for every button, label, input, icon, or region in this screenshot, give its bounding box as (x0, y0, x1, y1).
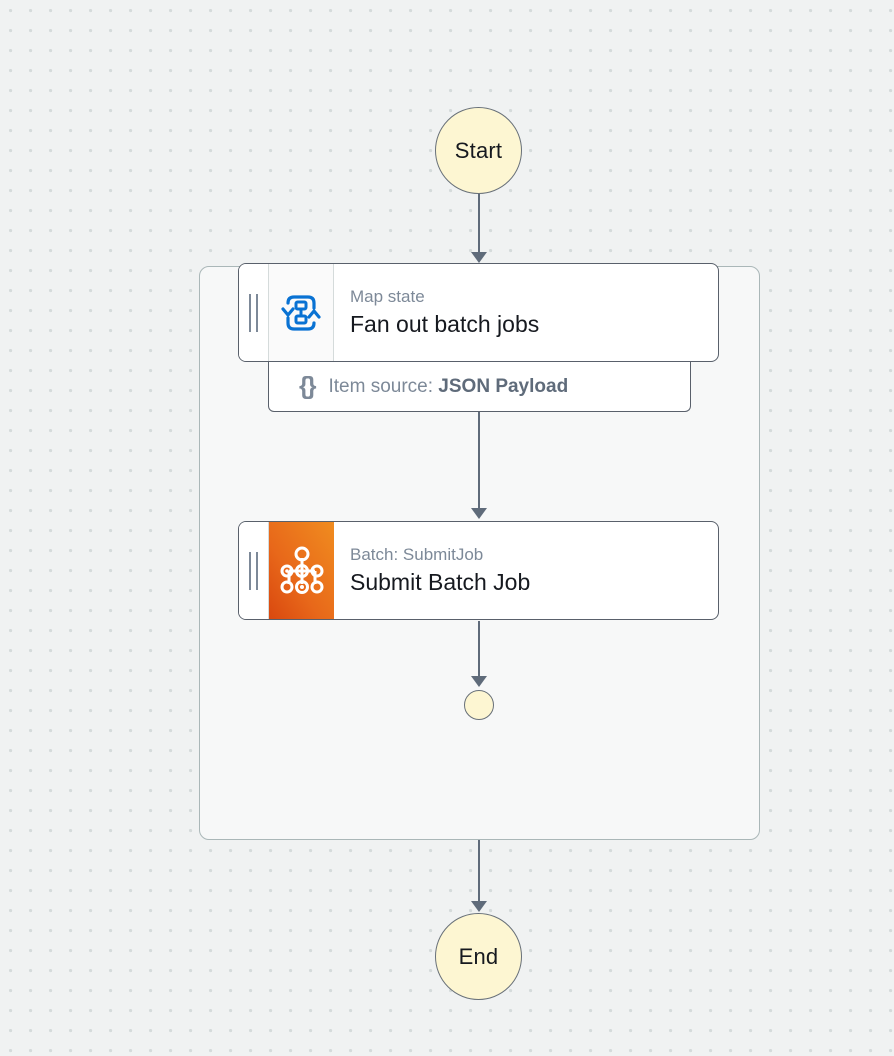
drag-handle-bar (256, 551, 258, 590)
aws-batch-icon (269, 522, 334, 619)
drag-handle-bar (249, 293, 251, 332)
edge-start-to-map (478, 194, 480, 260)
task-state-type-label: Batch: SubmitJob (350, 544, 484, 564)
task-state-node[interactable]: Batch: SubmitJob Submit Batch Job (238, 521, 719, 620)
end-node[interactable]: End (435, 913, 522, 1000)
edge-map-to-end-arrow (471, 901, 487, 912)
edge-task-to-iteration-end-arrow (471, 676, 487, 687)
edge-map-to-task (478, 410, 480, 515)
map-iteration-end-node[interactable] (464, 690, 494, 720)
map-state-icon (269, 264, 334, 361)
json-braces-icon: {} (299, 372, 317, 400)
map-state-type-label: Map state (350, 286, 425, 306)
start-node-label: Start (454, 137, 503, 163)
map-state-text: Map state Fan out batch jobs (334, 264, 718, 361)
end-node-label: End (458, 943, 499, 969)
item-source-value: JSON Payload (438, 375, 569, 397)
map-state-node[interactable]: Map state Fan out batch jobs (238, 263, 719, 362)
task-state-drag-handle[interactable] (239, 522, 269, 619)
drag-handle-bar (256, 293, 258, 332)
item-source-prefix: Item source: (328, 375, 434, 397)
edge-start-to-map-arrow (471, 252, 487, 263)
edge-task-to-iteration-end (478, 621, 480, 683)
item-source-badge[interactable]: {} Item source: JSON Payload (268, 362, 691, 412)
map-state-drag-handle[interactable] (239, 264, 269, 361)
task-state-text: Batch: SubmitJob Submit Batch Job (334, 522, 718, 619)
edge-map-to-end (478, 840, 480, 908)
drag-handle-bar (249, 551, 251, 590)
task-state-name: Submit Batch Job (350, 568, 531, 595)
map-state-name: Fan out batch jobs (350, 310, 540, 337)
start-node[interactable]: Start (435, 107, 522, 194)
edge-map-to-task-arrow (471, 508, 487, 519)
item-source-label: Item source: JSON Payload (328, 376, 568, 398)
